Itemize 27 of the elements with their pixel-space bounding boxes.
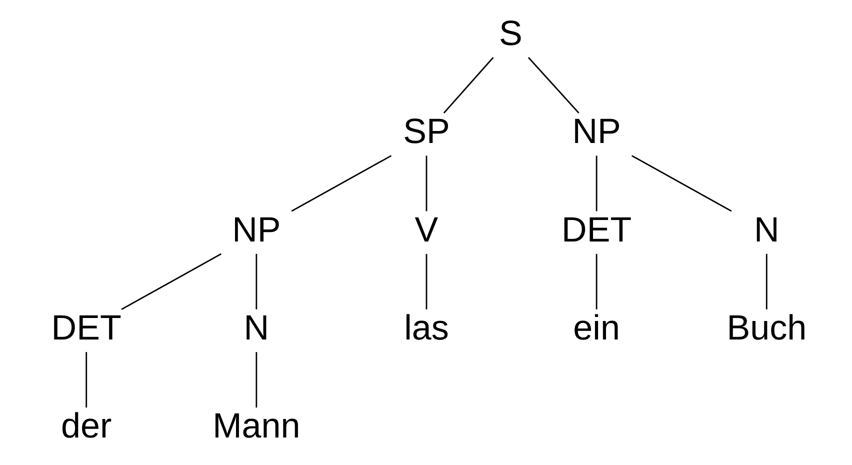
connector	[255, 254, 257, 310]
node-text: las	[404, 308, 448, 348]
node-text: NP	[232, 210, 280, 250]
connector	[85, 352, 87, 408]
node-text: DET	[50, 308, 121, 348]
node-text: N	[243, 308, 269, 348]
connector	[527, 57, 579, 114]
node-text: SP	[402, 112, 450, 152]
node-text: N	[753, 210, 779, 250]
node-text: S	[498, 14, 522, 53]
connector	[290, 155, 392, 212]
connector	[120, 253, 222, 310]
node-text: Buch	[726, 308, 806, 348]
node-text: NP	[572, 112, 620, 152]
node-text: DET	[561, 210, 632, 250]
connector	[442, 57, 494, 114]
connector	[630, 155, 732, 212]
node-text: V	[414, 210, 438, 250]
connector	[425, 254, 427, 310]
connector	[765, 254, 767, 310]
node-text: der	[60, 406, 112, 446]
node-text: ein	[572, 308, 620, 348]
node-text: Mann	[212, 406, 300, 446]
connector	[595, 156, 597, 212]
connector	[255, 352, 257, 408]
connector	[425, 156, 427, 212]
connector	[595, 254, 597, 310]
